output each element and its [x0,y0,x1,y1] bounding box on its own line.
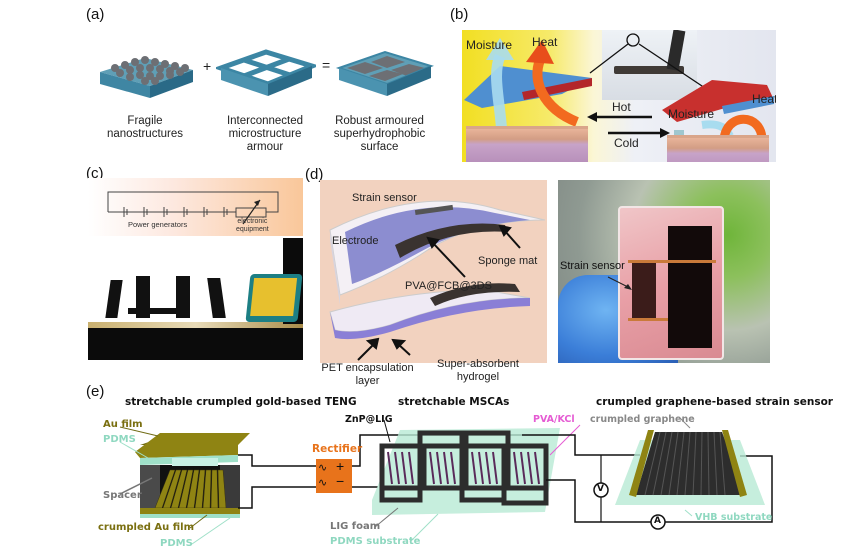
caption-armour: Interconnected microstructure armour [210,115,320,154]
vhb-substrate-label: VHB substrate [695,512,773,523]
panel-b-thermal-moisture-diagram: Moisture Heat Hot Cold Moisture Heat [462,30,776,162]
pdms-substrate-label: PDMS substrate [330,536,421,547]
power-generators-label: Power generators [128,220,188,229]
right-heat-label: Heat [752,92,776,106]
equipment-line: equipment [236,226,269,233]
voltmeter-symbol: V [597,484,604,494]
electrode-wire-bottom [628,318,668,321]
pet-line: PET encapsulation [321,362,414,374]
rectifier-ac-top: ∿ [318,462,328,474]
caption-line: Robust armoured [335,115,424,127]
pva-fcb-3ds-label: PVA@FCB@3DS [405,280,492,292]
strain-sensor-photo [632,262,656,318]
pet-line: layer [355,375,380,387]
rectifier-ac-bottom: ∿ [318,477,328,489]
skin-right [667,135,769,162]
panel-a-label: (a) [86,6,105,23]
electrode-label: Electrode [332,235,379,247]
hydrogel-line: Super-absorbent [437,358,519,370]
caption-line: superhydrophobic [333,128,426,140]
generator-3 [176,276,190,318]
photo-strain-sensor-label: Strain sensor [560,260,625,272]
armoured-surface-illustration [335,50,434,96]
ammeter-symbol: A [654,516,661,526]
panel-d-sensor-schematic: Strain sensor Electrode Sponge mat PVA@F… [320,180,547,363]
generator-base [128,308,178,314]
crumpled-au-film-label: crumpled Au film [98,522,195,533]
lig-foam-label: LIG foam [330,521,381,532]
hydrogel-line: hydrogel [456,371,500,383]
strain-sensor-label: Strain sensor [352,192,417,204]
circuit-schematic [107,191,279,225]
mscas-title: stretchable MSCAs [398,396,510,408]
electronic-equipment-label: electronic equipment [236,218,269,234]
table-edge [88,322,303,328]
right-moisture-label: Moisture [668,107,715,121]
photo-annotation [607,276,632,290]
hot-label: Hot [612,100,631,114]
rectifier-minus: − [336,473,345,489]
pdms-bottom-label: PDMS [160,538,193,549]
au-film-label: Au film [103,419,143,430]
caption-robust: Robust armoured superhydrophobic surface [322,115,437,154]
hydrogel-label: Super-absorbent hydrogel [428,358,528,384]
device-pouch [618,206,724,360]
plus-operator: + [203,58,212,74]
equipment-line: electronic [237,218,268,225]
fragile-nanostructures-illustration [100,56,193,98]
panel-c-power-generators: Power generators electronic equipment [88,178,303,360]
znp-lig-label: ZnP@LIG [345,414,393,425]
rectifier-label: Rectifier [312,443,363,455]
sensor-title: crumpled graphene-based strain sensor [596,396,833,408]
caption-line: Fragile [127,115,163,127]
belt [614,66,684,74]
teng-title: stretchable crumpled gold-based TENG [125,396,357,408]
sensor-schematic-graphics [329,200,546,361]
panel-b-label: (b) [450,6,469,23]
panel-d-label: (d) [305,166,324,183]
panel-b-graphics [464,33,774,148]
panel-e-label: (e) [86,383,105,400]
pva-kcl-label: PVA/KCl [533,414,575,425]
caption-line: surface [360,141,399,153]
microstructure-armour-illustration [216,49,316,96]
caption-line: Interconnected [226,115,304,127]
left-heat-label: Heat [532,35,558,49]
sponge-mat-label: Sponge mat [478,255,538,267]
generator-2 [136,276,150,318]
msca-units [374,419,581,543]
sponge-mat-photo [668,226,712,348]
left-moisture-label: Moisture [466,38,513,52]
caption-line: armour [246,141,284,153]
caption-line: nanostructures [106,128,184,140]
person-photo [602,30,697,100]
generators-photo [88,238,303,360]
table-base [88,328,303,360]
caption-fragile: Fragile nanostructures [95,115,195,141]
panel-d-sensor-photo: Strain sensor [558,180,770,363]
cold-label: Cold [614,136,639,150]
skin-left [466,126,588,162]
rectifier-plus: + [336,458,345,474]
electrode-wire-top [628,260,716,263]
pet-encapsulation-label: PET encapsulation layer [305,362,430,388]
equals-operator: = [322,57,331,73]
crumpled-graphene-label: crumpled graphene [590,414,695,425]
panel-c-label: (c) [86,165,104,182]
caption-line: microstructure [228,128,302,140]
teng-device [119,426,250,545]
pdms-top-label: PDMS [103,434,136,445]
spacer-label: Spacer [103,490,142,501]
